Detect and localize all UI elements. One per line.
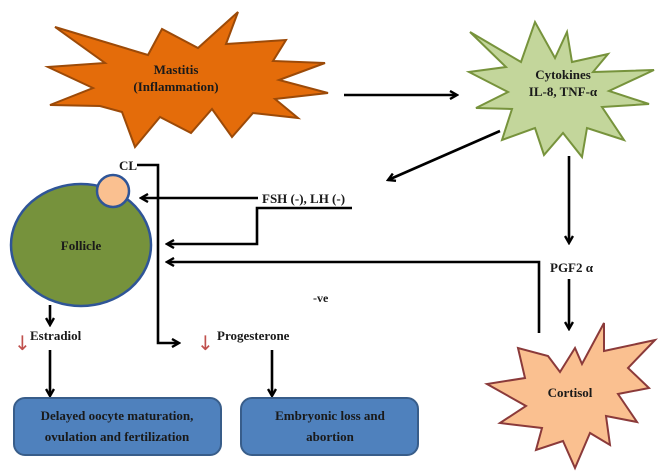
- outcome-oocyte-line1: Delayed oocyte maturation,: [41, 408, 194, 423]
- mastitis-label-line2: (Inflammation): [133, 79, 218, 94]
- outcome-box-oocyte: [13, 397, 222, 456]
- arrow-cl-to-progesterone: [137, 163, 179, 343]
- outcome-embryonic-line1: Embryonic loss and: [275, 408, 386, 423]
- cytokines-starburst: [465, 19, 655, 160]
- mastitis-starburst: [44, 11, 329, 149]
- outcome-embryonic-line2: abortion: [306, 429, 354, 444]
- outcome-box-embryonic-loss: [240, 397, 419, 456]
- pgf2a-label: PGF2 α: [550, 260, 594, 275]
- negative-effect-label: -ve: [313, 291, 329, 305]
- fsh-lh-label: FSH (-), LH (-): [262, 191, 345, 206]
- estradiol-decrease-icon: ↓: [14, 331, 31, 355]
- arrow-lh-to-follicle: [167, 206, 352, 244]
- cl-label: CL: [119, 158, 137, 173]
- arrow-cytokines-to-fsh-lh: [388, 129, 501, 180]
- cortisol-starburst: [484, 322, 658, 471]
- progesterone-decrease-icon: ↓: [197, 331, 214, 355]
- corpus-luteum-circle: [95, 173, 131, 209]
- arrow-cortisol-to-follicle: [167, 262, 541, 333]
- cytokines-label-line1: Cytokines: [535, 67, 591, 82]
- progesterone-label: Progesterone: [217, 328, 290, 343]
- follicle-ellipse: [9, 182, 153, 308]
- mastitis-label-line1: Mastitis: [154, 62, 199, 77]
- follicle-label: Follicle: [61, 238, 102, 253]
- outcome-oocyte-line2: ovulation and fertilization: [45, 429, 190, 444]
- cortisol-label: Cortisol: [548, 385, 593, 400]
- cytokines-label-line2: IL-8, TNF-α: [529, 84, 598, 99]
- estradiol-label: Estradiol: [30, 328, 82, 343]
